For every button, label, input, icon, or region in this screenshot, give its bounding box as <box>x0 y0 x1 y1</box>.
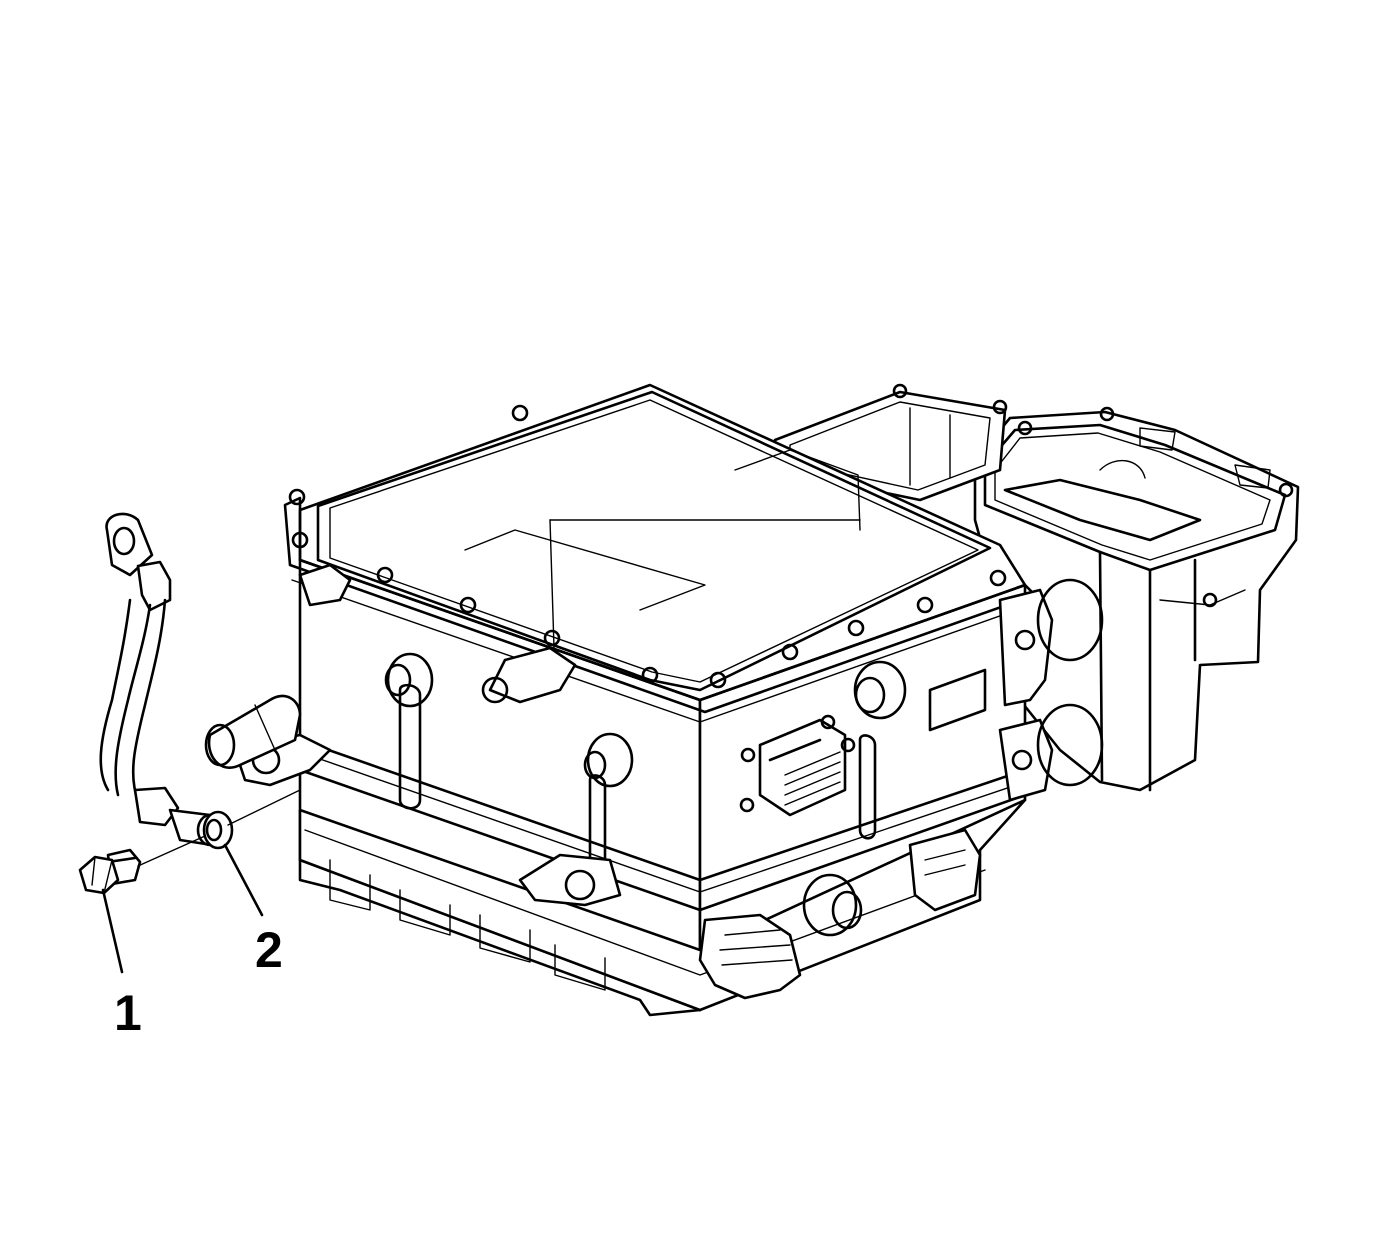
assembly-alignment-lines <box>137 789 301 867</box>
bolt <box>78 848 142 895</box>
ground-strap <box>99 512 225 847</box>
callout-1-label: 1 <box>114 985 142 1041</box>
leader-lines <box>101 843 264 974</box>
washer <box>202 810 234 850</box>
module-assembly <box>204 383 1104 1017</box>
lower-connector <box>698 828 982 1000</box>
callout-2-label: 2 <box>255 922 283 978</box>
signal-connector <box>739 714 856 817</box>
